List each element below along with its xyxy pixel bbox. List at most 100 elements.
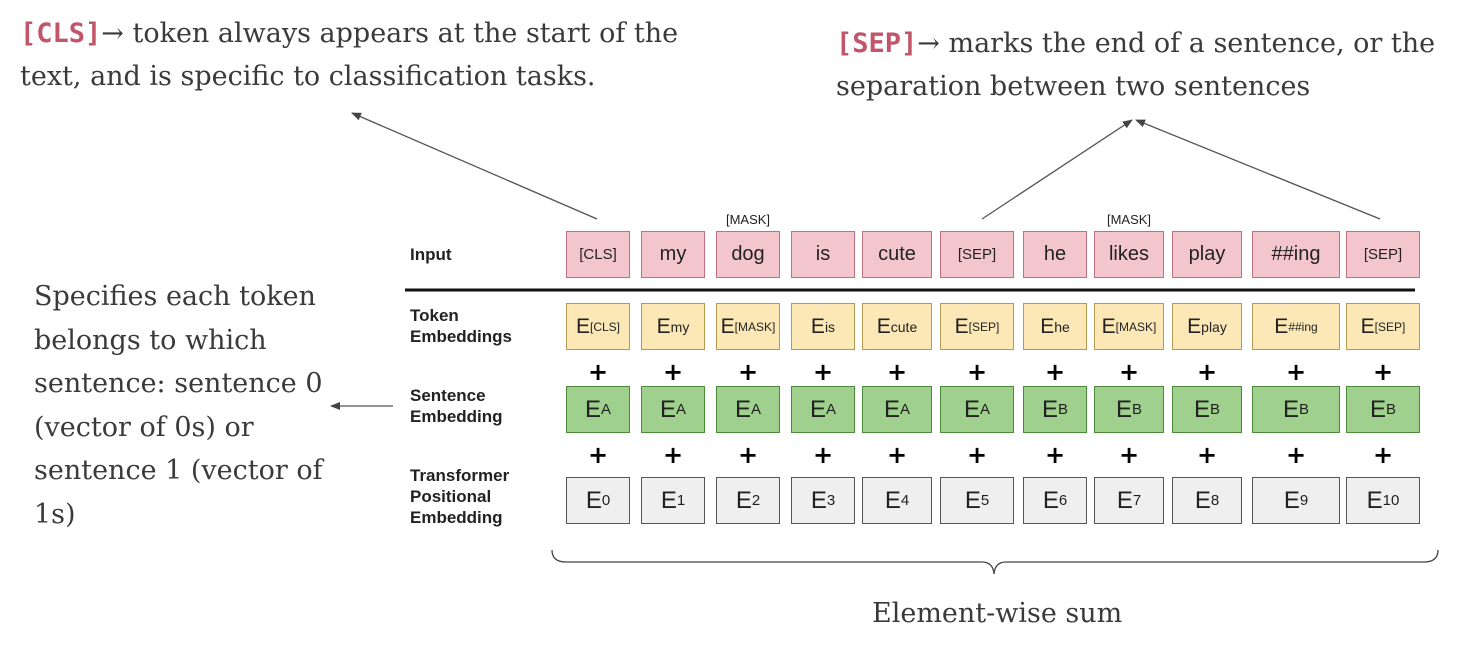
- input-token: dog: [716, 231, 780, 278]
- embedding-letter: E: [876, 314, 891, 338]
- embedding-letter: E: [964, 486, 981, 514]
- sentence-embedding-subscript: A: [980, 401, 991, 418]
- segment-annotation: Specifies each token belongs to which se…: [34, 281, 323, 530]
- row-label-input: Input: [410, 245, 452, 264]
- row-label-positional-embedding: Transformer Positional Embedding: [410, 466, 510, 527]
- embedding-letter: E: [1194, 486, 1211, 514]
- token-embedding: E##ing: [1252, 303, 1340, 350]
- sep-code: [SEP]: [836, 28, 918, 59]
- input-token: he: [1023, 231, 1087, 278]
- plus-sign: +: [1044, 441, 1066, 469]
- token-embedding-subscript: ##ing: [1288, 319, 1318, 334]
- plus-sign: +: [812, 441, 834, 469]
- sentence-embedding-subscript: A: [676, 401, 687, 418]
- plus-sign: +: [737, 441, 759, 469]
- embedding-letter: E: [884, 486, 901, 514]
- plus-sign: +: [587, 358, 609, 386]
- sentence-embedding-subscript: B: [1058, 401, 1069, 418]
- embedding-letter: E: [1040, 314, 1055, 338]
- token-embedding-subscript: he: [1054, 318, 1070, 335]
- plus-sign: +: [966, 441, 988, 469]
- plus-sign: +: [662, 358, 684, 386]
- positional-embedding-subscript: 0: [601, 492, 611, 509]
- positional-embedding-subscript: 3: [826, 492, 836, 509]
- plus-sign: +: [1285, 441, 1307, 469]
- embedding-letter: E: [735, 486, 752, 514]
- token-embedding: E[SEP]: [940, 303, 1014, 350]
- input-token: ##ing: [1252, 231, 1340, 278]
- sentence-embedding-subscript: A: [826, 401, 837, 418]
- input-token: [SEP]: [1346, 231, 1420, 278]
- embedding-letter: E: [575, 314, 590, 338]
- plus-sign: +: [737, 358, 759, 386]
- embedding-letter: E: [720, 314, 735, 338]
- embedding-letter: E: [1115, 395, 1132, 423]
- token-embedding: E[MASK]: [1094, 303, 1164, 350]
- sep-annotation-text: → marks the end of a sentence, or the se…: [836, 28, 1436, 102]
- embedding-letter: E: [1187, 314, 1202, 338]
- plus-sign: +: [1118, 441, 1140, 469]
- token-embedding-subscript: is: [824, 318, 836, 335]
- embedding-letter: E: [584, 395, 601, 423]
- positional-embedding-subscript: 7: [1132, 492, 1142, 509]
- plus-sign: +: [587, 441, 609, 469]
- sum-brace: [551, 549, 1439, 575]
- positional-embedding-subscript: 6: [1058, 492, 1068, 509]
- positional-embedding-subscript: 2: [751, 492, 761, 509]
- embedding-letter: E: [660, 486, 677, 514]
- sentence-embedding-subscript: B: [1210, 401, 1221, 418]
- embedding-letter: E: [1366, 486, 1383, 514]
- input-token: is: [791, 231, 855, 278]
- cls-code: [CLS]: [20, 18, 102, 49]
- embedding-letter: E: [1282, 395, 1299, 423]
- embedding-letter: E: [659, 395, 676, 423]
- embedding-letter: E: [1274, 314, 1289, 338]
- embedding-letter: E: [883, 395, 900, 423]
- positional-embedding-subscript: 1: [676, 492, 686, 509]
- token-embedding-subscript: cute: [890, 318, 918, 335]
- positional-embedding-subscript: 8: [1210, 492, 1220, 509]
- embedding-letter: E: [1101, 314, 1116, 338]
- token-embedding: E[CLS]: [566, 303, 630, 350]
- token-embedding-subscript: [SEP]: [968, 319, 1000, 334]
- cls-annotation: [CLS]→ token always appears at the start…: [20, 12, 720, 98]
- embedding-letter: E: [1042, 486, 1059, 514]
- input-token: likes: [1094, 231, 1164, 278]
- sentence-embedding-subscript: B: [1386, 401, 1397, 418]
- sentence-embedding-subscript: A: [751, 401, 762, 418]
- plus-sign: +: [886, 441, 908, 469]
- token-embedding: E[MASK]: [716, 303, 780, 350]
- token-embedding-subscript: play: [1201, 318, 1227, 335]
- plus-sign: +: [1044, 358, 1066, 386]
- token-embedding-subscript: [MASK]: [1115, 319, 1157, 334]
- mask-label: [MASK]: [725, 212, 771, 227]
- sentence-embedding-subscript: B: [1132, 401, 1143, 418]
- embedding-letter: E: [810, 314, 825, 338]
- token-embedding-subscript: [CLS]: [590, 319, 621, 334]
- embedding-letter: E: [585, 486, 602, 514]
- sentence-embedding-subscript: A: [900, 401, 911, 418]
- positional-embedding-subscript: 4: [900, 492, 910, 509]
- sep-arrow-1: [981, 119, 1133, 220]
- embedding-letter: E: [1369, 395, 1386, 423]
